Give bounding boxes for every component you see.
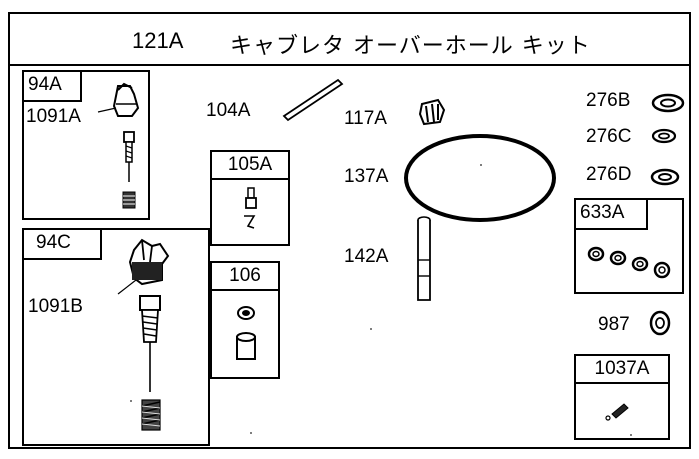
washer-276D-drawing <box>650 168 680 186</box>
group-106: 106 <box>210 261 280 379</box>
part-104A-label: 104A <box>206 100 251 121</box>
group-94C-label: 94C <box>24 230 102 260</box>
group-1037A-label: 1037A <box>576 356 668 384</box>
group-94A: 94A 1091A <box>22 70 150 220</box>
title-bar: 121A キャブレタ オーバーホール キット <box>10 14 689 66</box>
kit-part-number: 121A <box>132 28 184 53</box>
group-94A-label: 94A <box>24 72 82 102</box>
rod-104A-drawing <box>282 78 344 122</box>
washer-987-drawing <box>649 310 671 336</box>
screw-1037A-drawing <box>605 403 629 421</box>
washer-276B-drawing <box>651 93 685 113</box>
tube-142A-drawing <box>417 216 431 301</box>
jet-assembly-1091B-drawing <box>117 238 170 431</box>
scan-speck <box>250 432 252 434</box>
part-987-label: 987 <box>598 314 630 335</box>
scan-speck <box>630 434 632 436</box>
scan-speck <box>370 328 372 330</box>
group-106-label: 106 <box>212 263 278 291</box>
group-105A: 105A <box>210 150 290 246</box>
part-276B-label: 276B <box>586 90 631 111</box>
part-276C-label: 276C <box>586 126 632 147</box>
gasket-set-633A-drawing <box>587 246 671 279</box>
part-142A-label: 142A <box>344 246 389 267</box>
group-94C: 94C 1091B <box>22 228 210 446</box>
part-1091A-label: 1091A <box>26 106 81 127</box>
part-117A-label: 117A <box>344 108 387 129</box>
nut-117A-drawing <box>418 98 446 126</box>
kit-title: キャブレタ オーバーホール キット <box>230 34 591 59</box>
part-137A-label: 137A <box>344 166 389 187</box>
group-633A-label: 633A <box>576 200 648 230</box>
jet-assembly-1091A-drawing <box>97 82 140 209</box>
washer-276C-drawing <box>651 128 677 144</box>
scan-speck <box>130 400 132 402</box>
group-633A: 633A <box>574 198 684 294</box>
scan-speck <box>480 164 482 166</box>
part-1091B-label: 1091B <box>28 296 83 317</box>
group-105A-label: 105A <box>212 152 288 180</box>
seat-106-drawing <box>236 306 256 360</box>
oring-137A-drawing <box>404 134 556 222</box>
needle-105A-drawing <box>244 187 257 229</box>
group-1037A: 1037A <box>574 354 670 440</box>
part-276D-label: 276D <box>586 164 632 185</box>
diagram-frame: 121A キャブレタ オーバーホール キット 94A 1091A 94C 109… <box>8 12 691 449</box>
